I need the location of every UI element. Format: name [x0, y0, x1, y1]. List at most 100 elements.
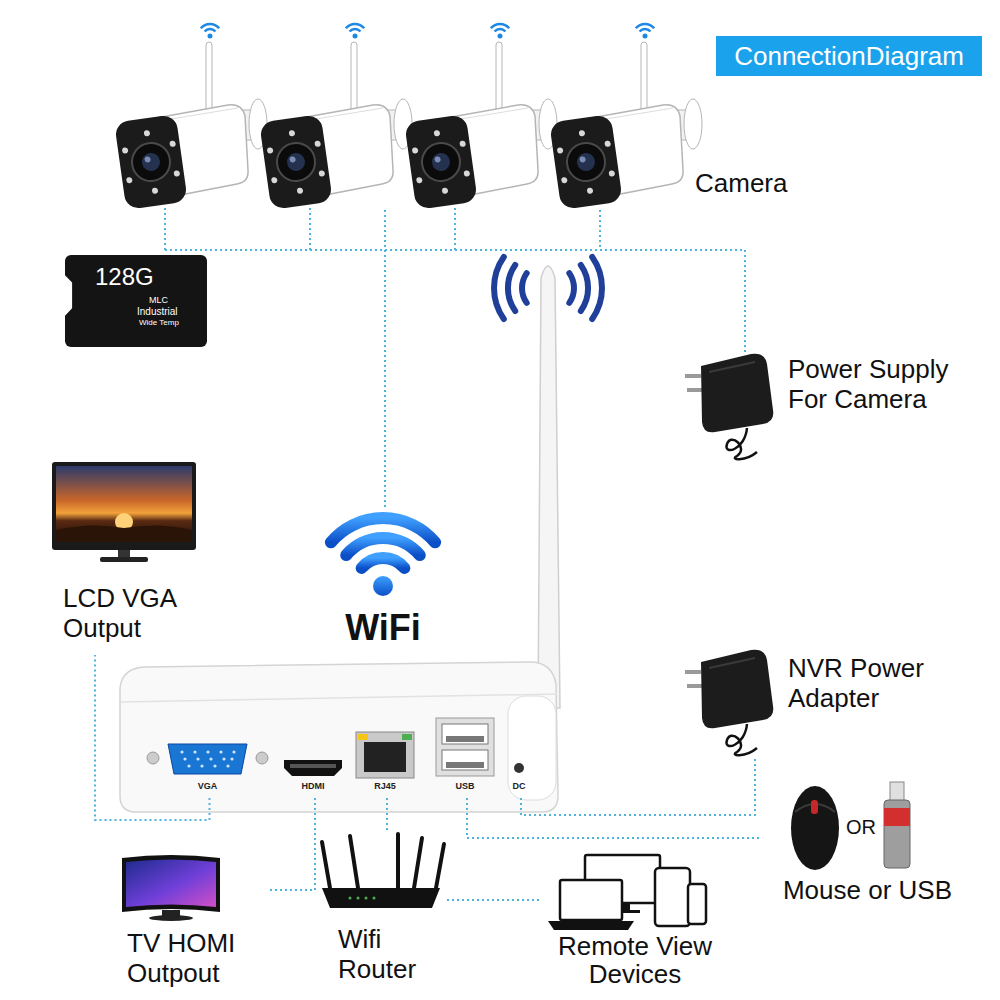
port-label: RJ45	[352, 780, 418, 792]
usb-connector	[446, 762, 484, 768]
dc-port: DC	[506, 756, 536, 798]
monitor-icon	[118, 550, 130, 558]
nvr-box: WiFiVGAHDMIRJ45 USBDC	[110, 508, 570, 818]
dotted-connector	[521, 757, 755, 815]
usb-connector	[436, 718, 494, 776]
hdmi-port: HDMI	[278, 752, 352, 798]
camera-wire	[164, 208, 166, 250]
antenna-icon	[538, 266, 560, 708]
hdmi-connector	[290, 764, 336, 768]
mouse-usb-icon	[884, 808, 910, 826]
camera-icon	[114, 24, 267, 210]
vga-connector	[196, 757, 199, 760]
rj45-connector	[356, 732, 414, 778]
vga-connector	[206, 750, 209, 753]
wifi-symbol	[362, 558, 405, 568]
port-label: DC	[506, 780, 532, 792]
power-adapter-icon	[685, 354, 773, 460]
camera-wire	[165, 249, 600, 251]
node-label: 128G	[95, 263, 154, 291]
router-icon	[322, 834, 444, 908]
router-icon	[373, 897, 376, 900]
vga-connector	[232, 750, 235, 753]
mouse-usb-icon	[890, 782, 904, 802]
antenna-icon	[494, 257, 602, 319]
vga-connector	[147, 752, 159, 764]
router-icon	[349, 897, 352, 900]
tv-icon	[122, 855, 220, 912]
node-label: MLC	[149, 295, 168, 305]
node-label: TV HOMI Outpout	[127, 928, 265, 988]
node-label: Industrial	[137, 306, 178, 317]
usb-connector	[442, 724, 488, 744]
antenna-icon	[522, 273, 527, 303]
nvr-housing	[120, 662, 558, 812]
vga-connector	[209, 757, 212, 760]
wifi-symbol	[331, 518, 435, 568]
usb-connector	[442, 750, 488, 770]
node-label: Mouse or USB	[760, 875, 975, 905]
camera-icon	[404, 24, 557, 210]
lcd-monitor: LCD VGA Output	[45, 455, 245, 655]
node-label: Power Supply For Camera	[788, 354, 978, 414]
mouse-usb-icon	[791, 786, 839, 870]
wifi-router: Wifi Router	[318, 832, 447, 992]
router-icon	[322, 842, 330, 888]
remote-devices-icon	[688, 884, 706, 924]
monitor-icon	[52, 462, 196, 562]
nvr-housing	[120, 662, 558, 812]
diagram-title: ConnectionDiagram	[716, 36, 982, 76]
remote-devices-icon	[560, 880, 622, 920]
vga-connector	[187, 764, 190, 767]
remote-devices-icon	[548, 921, 634, 930]
rj45-connector	[358, 734, 368, 740]
antenna-icon	[494, 257, 602, 708]
dotted-connector	[269, 798, 315, 890]
router-icon	[365, 897, 368, 900]
node-label: WiFi	[310, 608, 456, 648]
sd-card: 128G MLCIndustrialWide Temp	[65, 255, 207, 347]
dotted-connector	[600, 210, 745, 352]
nvr-housing	[514, 763, 524, 773]
tv-icon	[122, 855, 220, 921]
mouse-usb-icon	[811, 800, 818, 814]
vga-connector	[193, 750, 196, 753]
usb-connector	[436, 718, 494, 776]
node-label: Camera	[695, 168, 787, 198]
camera-group: Camera	[115, 8, 805, 210]
node-label: Wide Temp	[139, 318, 179, 328]
mouse-usb-icon	[791, 782, 910, 870]
wifi-symbol	[373, 576, 393, 596]
router-icon	[322, 888, 440, 908]
vga-port: VGA	[145, 740, 274, 798]
vga-connector	[226, 764, 229, 767]
vga-connector	[222, 757, 225, 760]
camera-icon	[114, 24, 702, 210]
router-icon	[357, 897, 360, 900]
rj45-port: RJ45	[352, 728, 422, 798]
antenna-icon	[592, 257, 602, 319]
vga-connector	[168, 744, 247, 774]
router-icon	[350, 836, 358, 888]
wifi-symbol	[331, 518, 435, 596]
antenna-icon	[569, 273, 574, 303]
camera-icon	[549, 24, 702, 210]
dotted-connector	[467, 798, 760, 838]
dotted-connector	[95, 655, 210, 820]
antenna-icon	[508, 265, 515, 311]
remote-devices-icon	[548, 855, 706, 930]
camera-power-supply: Power Supply For Camera	[680, 352, 985, 462]
tv-icon	[149, 915, 193, 921]
camera-icon	[259, 24, 412, 210]
vga-connector	[180, 750, 183, 753]
rj45-connector	[402, 734, 412, 740]
wifi-symbol	[331, 518, 435, 542]
vga-connector	[147, 744, 268, 774]
router-icon	[436, 844, 444, 888]
usb-port: USB	[430, 714, 504, 798]
remote-devices: Remote View Devices	[540, 848, 734, 993]
nvr-housing	[121, 694, 557, 702]
router-icon	[349, 897, 376, 900]
vga-connector	[200, 764, 203, 767]
